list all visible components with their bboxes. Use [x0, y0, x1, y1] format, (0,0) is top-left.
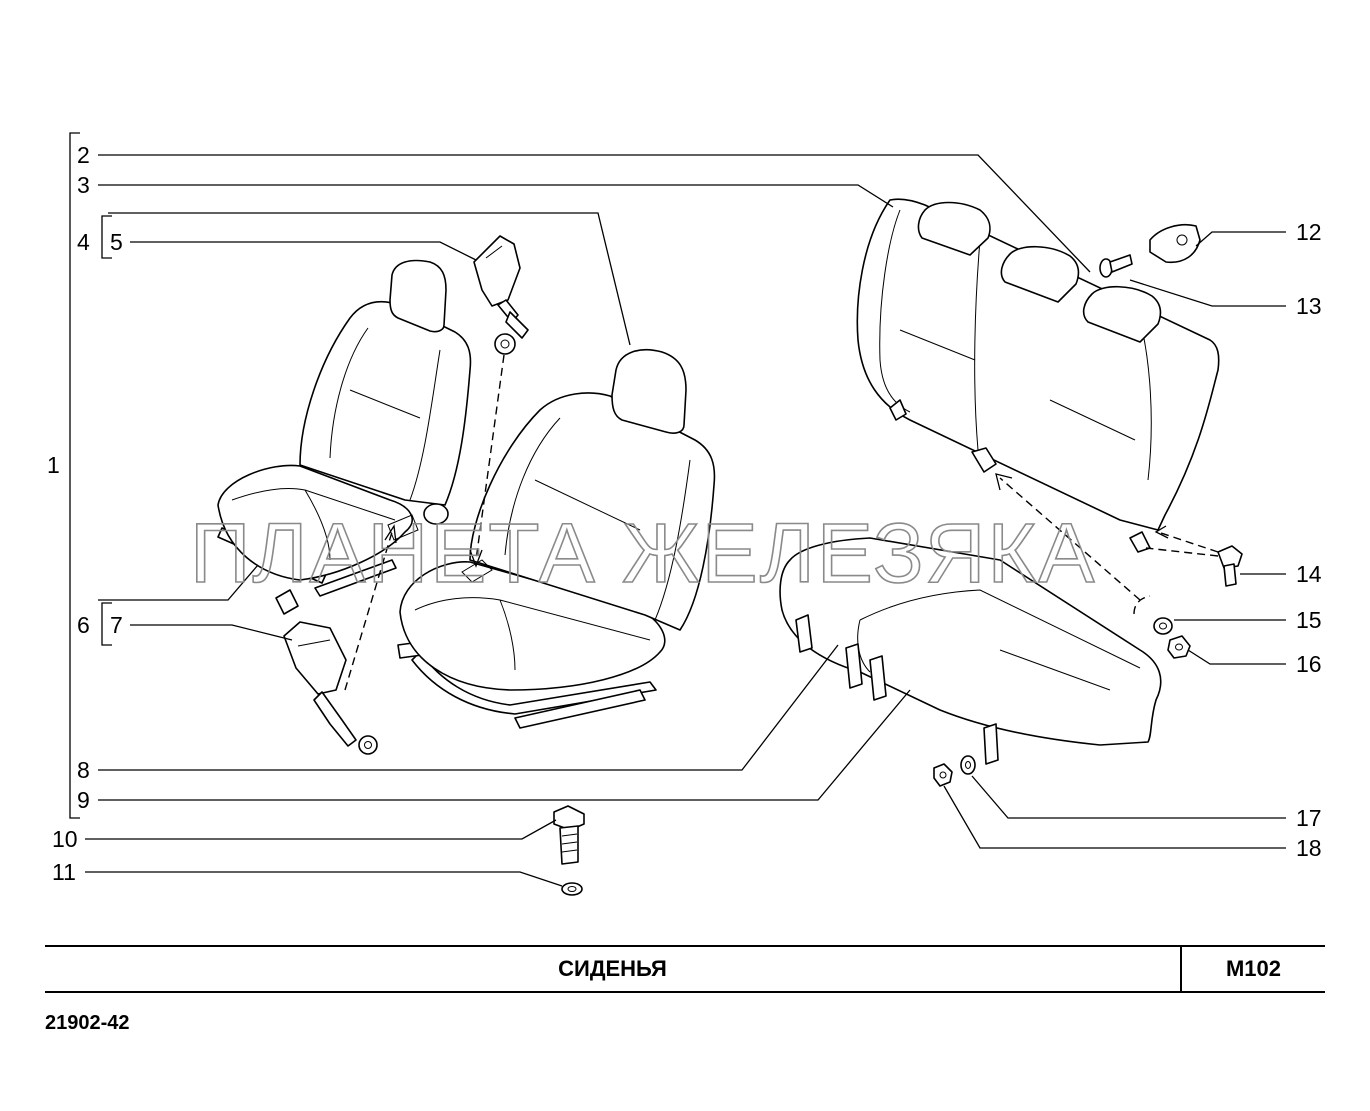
seat-belt-buckle-lower [275, 589, 378, 755]
bolt-13 [1099, 254, 1133, 278]
callout-7: 7 [110, 612, 123, 638]
washer-11 [561, 882, 583, 896]
leader-lines [85, 154, 1286, 887]
front-seat-right [397, 348, 716, 729]
belt-anchor-12 [1149, 224, 1201, 264]
callout-16: 16 [1296, 651, 1322, 677]
group-brackets [69, 132, 112, 819]
callout-5: 5 [110, 229, 123, 255]
bolt-14 [1217, 545, 1243, 587]
nut-18 [933, 763, 953, 787]
front-seat-left [217, 259, 472, 597]
title-divider [1180, 947, 1182, 991]
callout-labels: 1 2 3 4 5 6 7 8 9 10 11 12 13 14 15 16 1… [47, 142, 1322, 885]
title-block: СИДЕНЬЯ M102 [45, 945, 1325, 993]
callout-3: 3 [77, 172, 90, 198]
rear-seat-cushion [779, 537, 1162, 765]
washer-15 [1153, 617, 1173, 635]
watermark: ПЛАНЕТА ЖЕЛЕЗЯКА [190, 506, 1096, 600]
callout-13: 13 [1296, 293, 1322, 319]
callout-11: 11 [52, 859, 76, 885]
callout-10: 10 [52, 826, 78, 852]
model-code: 21902-42 [45, 1012, 130, 1034]
callout-18: 18 [1296, 835, 1322, 861]
callout-15: 15 [1296, 607, 1322, 633]
callout-14: 14 [1296, 561, 1322, 587]
assembly-arrows [344, 354, 1219, 691]
nut-16 [1167, 635, 1191, 659]
rear-seat-back [856, 198, 1220, 553]
callout-12: 12 [1296, 219, 1322, 245]
callout-4: 4 [77, 229, 90, 255]
page-title: СИДЕНЬЯ [558, 956, 667, 981]
seat-belt-buckle-upper [473, 235, 529, 355]
callout-17: 17 [1296, 805, 1322, 831]
callout-8: 8 [77, 757, 90, 783]
bolt-10 [553, 805, 585, 865]
washer-17 [960, 755, 976, 775]
callout-1: 1 [47, 452, 60, 478]
callout-6: 6 [77, 612, 90, 638]
callout-2: 2 [77, 142, 90, 168]
callout-9: 9 [77, 787, 90, 813]
page-code: M102 [1225, 956, 1282, 981]
